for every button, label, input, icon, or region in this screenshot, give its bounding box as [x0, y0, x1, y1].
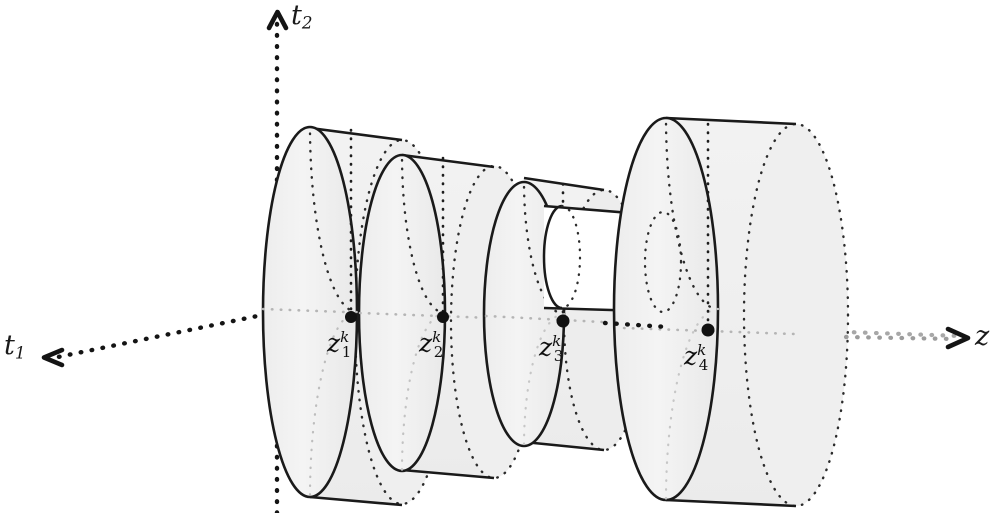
neck-front-left-arc	[542, 204, 563, 310]
z-axis-line-front	[602, 320, 971, 350]
disc-4-front-face	[612, 116, 720, 502]
point-marker-z4	[701, 323, 715, 337]
point-marker-z2	[437, 311, 449, 323]
point-marker-z1	[345, 311, 357, 323]
z-axis-label: z	[975, 321, 990, 352]
disc-4-back-rim	[742, 122, 850, 508]
point-label-z2: zk2	[419, 328, 444, 361]
disc-3-meridian-lower	[522, 312, 566, 448]
t1-arrowhead	[41, 347, 65, 368]
neck-front-right-arc	[560, 204, 582, 310]
disc-4-axis-horizontal	[622, 326, 796, 336]
t1-axis-label: t1	[4, 330, 26, 363]
z-arrowhead	[945, 326, 971, 350]
disc-3-meridian-upper	[522, 180, 566, 316]
disc-2-front-face	[357, 153, 447, 473]
disc-2-meridian-lower	[400, 311, 447, 473]
disc-4-meridian-lower	[664, 307, 720, 502]
point-label-z1: zk1	[327, 328, 352, 361]
point-marker-z3	[556, 314, 570, 328]
disc-4-hidden-neck-opening	[643, 210, 683, 314]
disc-3-axis-horizontal	[484, 314, 604, 324]
disc-1-meridian-upper	[308, 125, 359, 314]
point-label-z4: zk4	[684, 341, 709, 374]
cylinder-disc-4	[612, 116, 850, 508]
t2-axis-label: t2	[291, 0, 313, 33]
t2-arrowhead	[266, 9, 289, 31]
point-label-z3: zk3	[539, 332, 564, 365]
t1-axis-line	[41, 309, 280, 368]
disc-2-meridian-upper	[400, 153, 447, 315]
